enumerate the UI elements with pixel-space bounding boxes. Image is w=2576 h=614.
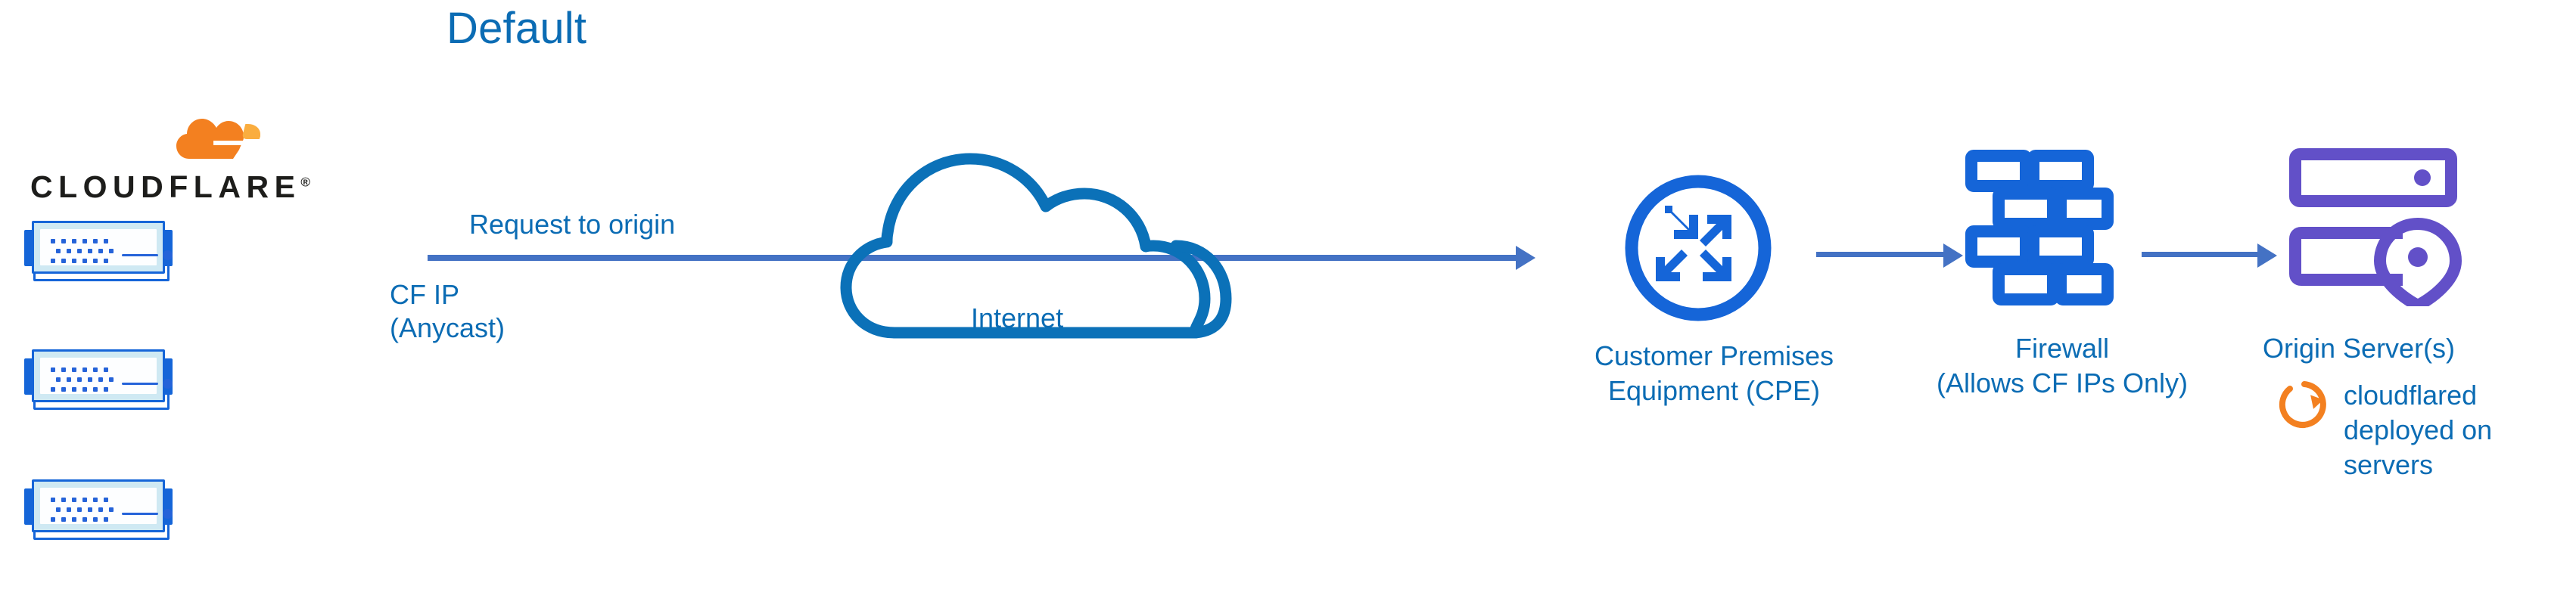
label-cf-ip: CF IP (Anycast) [390, 278, 505, 345]
arrowhead-cpe-to-firewall [1943, 243, 1963, 268]
rack-face [40, 229, 173, 265]
label-cpe-line1: Customer Premises [1594, 340, 1834, 371]
server-with-location-pin-icon [2288, 144, 2469, 312]
label-cf-ip-line1: CF IP [390, 279, 460, 310]
label-firewall: Firewall (Allows CF IPs Only) [1899, 331, 2225, 401]
cloud-outline-icon [840, 106, 1279, 348]
arrowhead-cloudflare-to-cpe [1516, 246, 1535, 270]
rack-power-led [163, 509, 173, 519]
label-cloudflared-line3: servers [2344, 449, 2434, 480]
arrow-cpe-to-firewall [1816, 252, 1945, 257]
arrowhead-firewall-to-origin [2257, 243, 2277, 268]
cloudflare-cloud-logo-icon [174, 106, 265, 164]
arrow-firewall-to-origin [2142, 252, 2259, 257]
rack-indicator-line [122, 383, 158, 385]
label-cloudflared-line2: deployed on [2344, 414, 2493, 445]
label-cloudflared-line1: cloudflared [2344, 380, 2478, 411]
router-four-arrows-icon [1618, 168, 1778, 328]
label-cpe-line2: Equipment (CPE) [1607, 375, 1821, 406]
arrow-cloudflare-to-cpe [428, 255, 1517, 261]
rack-vent-grid [51, 367, 114, 392]
rack-vent-grid [51, 239, 114, 263]
rack-body [32, 349, 173, 402]
circular-arrow-sync-icon [2278, 378, 2331, 431]
label-firewall-line2: (Allows CF IPs Only) [1936, 367, 2189, 398]
rack-power-led [163, 250, 173, 260]
rack-body [32, 479, 173, 532]
server-rack-icon [24, 348, 173, 413]
rack-vent-grid [51, 498, 114, 522]
label-origin-server: Origin Server(s) [2263, 333, 2456, 364]
server-rack-icon [24, 478, 173, 543]
cloudflare-wordmark-text: CLOUDFLARE [30, 169, 301, 204]
registered-mark: ® [300, 175, 310, 190]
rack-body [32, 221, 173, 274]
rack-face [40, 488, 173, 524]
label-request-to-origin: Request to origin [469, 209, 676, 240]
server-rack-icon [24, 219, 173, 284]
cloudflare-logo: CLOUDFLARE® [30, 106, 333, 204]
label-cf-ip-line2: (Anycast) [390, 312, 506, 343]
label-internet: Internet [971, 302, 1064, 333]
page-title: Default [446, 4, 587, 53]
rack-face [40, 358, 173, 394]
label-cpe: Customer Premises Equipment (CPE) [1555, 339, 1873, 408]
label-cloudflared-note: cloudflared deployed on servers [2344, 378, 2533, 482]
rack-indicator-line [122, 254, 158, 256]
rack-indicator-line [122, 513, 158, 515]
label-firewall-line1: Firewall [2014, 333, 2109, 364]
cloudflare-wordmark: CLOUDFLARE® [30, 169, 310, 205]
rack-power-led [163, 379, 173, 389]
brick-wall-icon [1964, 148, 2115, 307]
